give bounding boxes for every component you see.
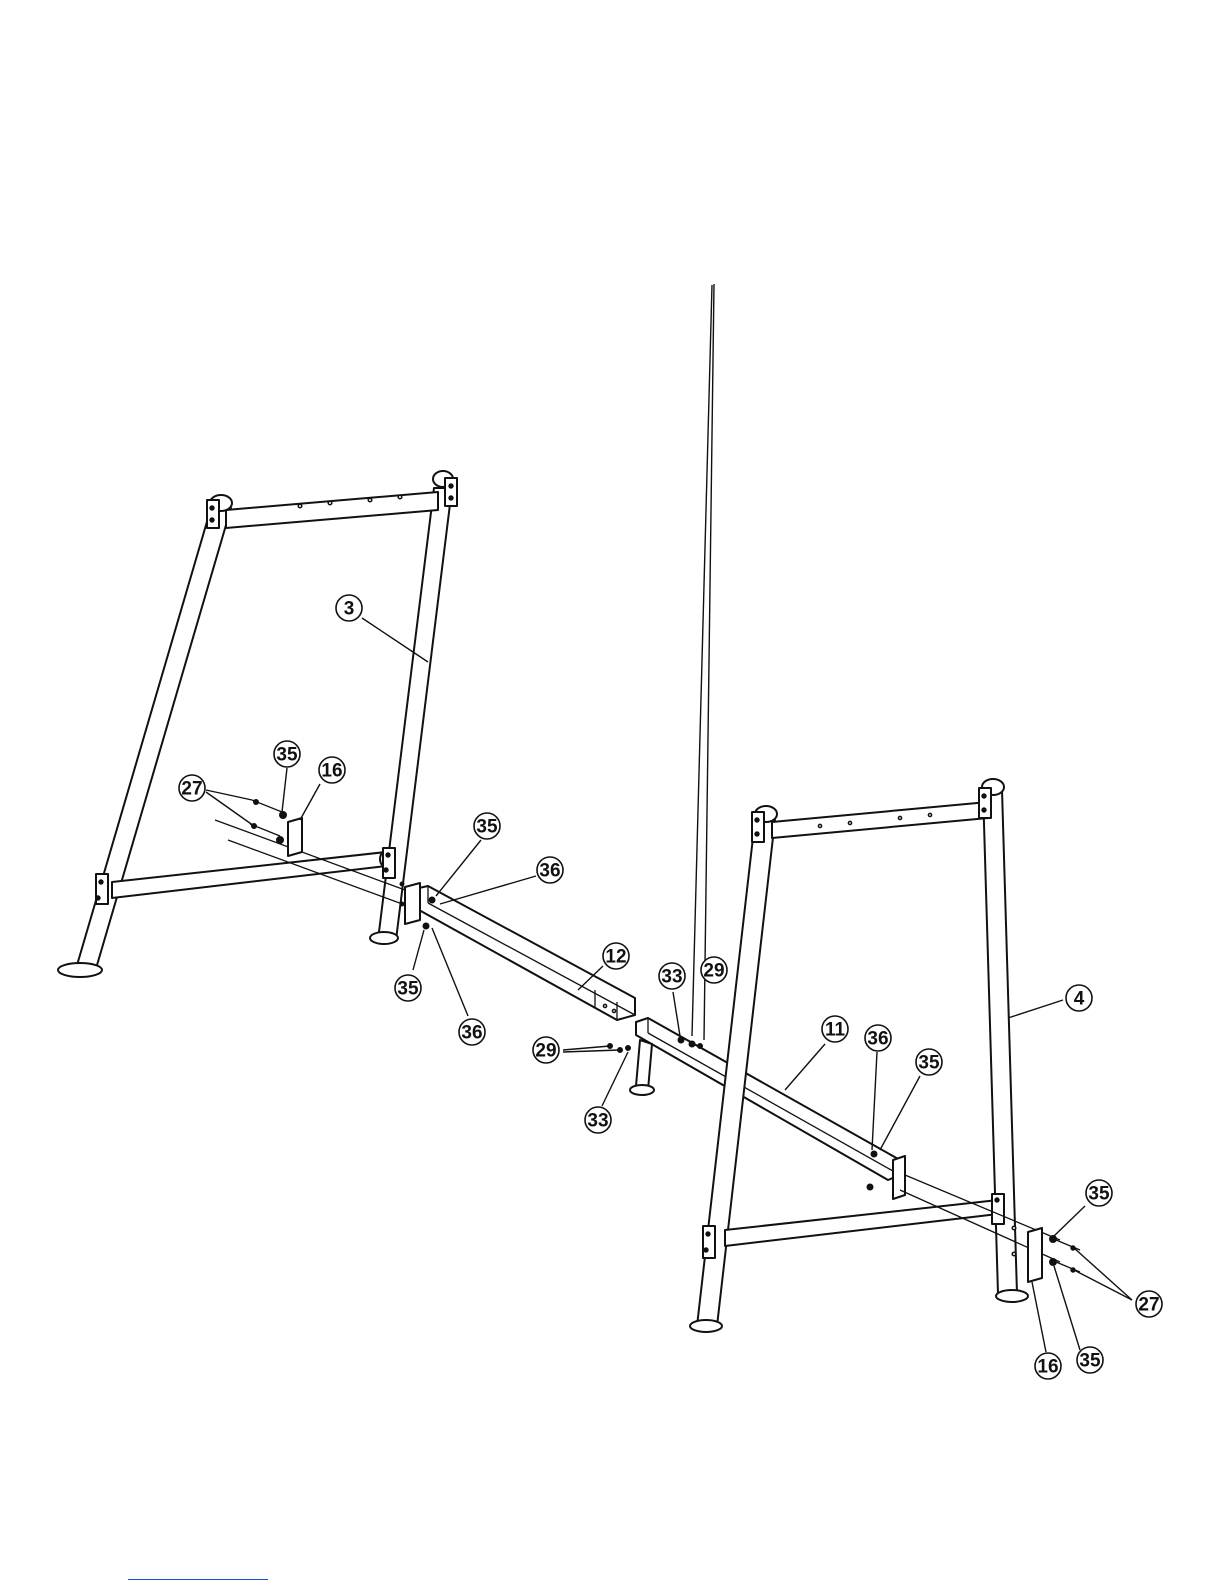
part-11-beam [636, 1018, 900, 1180]
right-bracket-plate [1028, 1228, 1042, 1282]
callout-35-label: 35 [918, 1053, 940, 1074]
part-11-end-plate [893, 1156, 905, 1199]
callout-35-left-top: 35 [274, 741, 300, 767]
callout-33-top: 33 [659, 963, 685, 989]
left-bracket-plate [288, 818, 302, 856]
callout-27-left: 27 [179, 775, 205, 801]
callout-11-label: 11 [825, 1020, 846, 1041]
callout-33-label: 33 [587, 1111, 608, 1132]
callout-36-right: 36 [865, 1025, 891, 1051]
callout-35-right-bottom: 35 [1077, 1347, 1103, 1373]
callout-36-label: 36 [461, 1023, 482, 1044]
callout-33-label: 33 [661, 967, 682, 988]
callout-4: 4 [1066, 985, 1092, 1011]
right-frame-part-4 [690, 779, 1028, 1332]
callout-35-label: 35 [1088, 1184, 1110, 1205]
callout-3: 3 [336, 595, 362, 621]
callout-36-beam-top: 36 [537, 857, 563, 883]
left-frame-front-foot [58, 963, 102, 977]
callout-27-right: 27 [1136, 1291, 1162, 1317]
callout-36-label: 36 [867, 1029, 888, 1050]
callout-12: 12 [603, 943, 629, 969]
callout-16-left: 16 [319, 757, 345, 783]
callout-11: 11 [822, 1016, 848, 1042]
part-12-end-plate [405, 883, 420, 924]
right-frame-top-crossbar [772, 802, 988, 838]
right-frame-bottom-crossbar [725, 1200, 998, 1246]
part-12-beam [410, 886, 635, 1020]
callout-36-label: 36 [539, 861, 560, 882]
left-frame-top-crossbar [226, 492, 438, 528]
left-frame-bottom-crossbar [112, 852, 386, 898]
callout-35-beam-bottom: 35 [395, 975, 421, 1001]
callout-12-label: 12 [605, 947, 626, 968]
callout-35-label: 35 [476, 817, 498, 838]
right-frame-front-foot [690, 1320, 722, 1332]
footer-rule [128, 1579, 268, 1580]
callout-16-right: 16 [1035, 1353, 1061, 1379]
part-11-support-leg [636, 1040, 652, 1090]
left-frame-rear-foot [370, 932, 398, 944]
callout-35-beam-top: 35 [474, 813, 500, 839]
callout-3-label: 3 [344, 599, 355, 620]
callout-29-left: 29 [533, 1037, 559, 1063]
right-bracket-assembly [900, 1175, 1080, 1282]
callout-29-label: 29 [703, 961, 724, 982]
callout-29-right: 29 [701, 957, 727, 983]
callout-4-label: 4 [1074, 989, 1085, 1010]
callout-35-right-top: 35 [1086, 1180, 1112, 1206]
callout-35-right: 35 [916, 1049, 942, 1075]
callout-35-label: 35 [1079, 1351, 1101, 1372]
callout-27-label: 27 [1138, 1295, 1159, 1316]
callout-35-label: 35 [276, 745, 298, 766]
left-frame-part-3 [58, 471, 457, 977]
callout-33-bottom: 33 [585, 1107, 611, 1133]
callout-35-label: 35 [397, 979, 419, 1000]
callout-29-label: 29 [535, 1041, 556, 1062]
callout-27-label: 27 [181, 779, 202, 800]
callout-36-beam-bottom: 36 [459, 1019, 485, 1045]
right-frame-rear-foot [996, 1290, 1028, 1302]
callout-16-label: 16 [321, 761, 342, 782]
callout-16-label: 16 [1037, 1357, 1058, 1378]
